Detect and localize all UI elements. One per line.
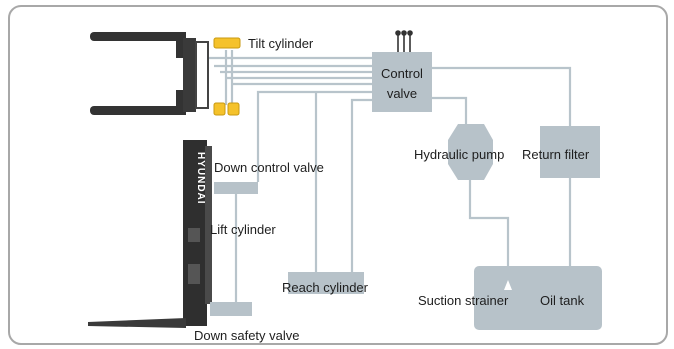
reach-cylinder-label: Reach cylinder <box>282 280 369 295</box>
base-fork <box>88 318 186 328</box>
mast-slot-top <box>188 228 200 242</box>
control-valve-label-2: valve <box>387 86 417 101</box>
lift-cylinder-label: Lift cylinder <box>210 222 276 237</box>
tilt-cylinder-upper <box>213 37 241 49</box>
mast-inner <box>205 146 212 304</box>
control-valve-levers <box>395 30 413 52</box>
tilt-cylinder-lower-1 <box>213 102 226 116</box>
tilt-cylinder-lower-2 <box>227 102 240 116</box>
carriage-plate <box>183 38 196 112</box>
forklift-mast: HYUNDAI <box>88 140 212 328</box>
fork-upper <box>90 32 182 41</box>
fork-upper-heel <box>176 32 186 58</box>
carriage-frame <box>195 41 209 109</box>
pipe-pump-out <box>432 96 468 124</box>
pipe-down-control <box>256 90 372 182</box>
suction-strainer-marker <box>504 280 512 290</box>
fork-lower <box>90 106 182 115</box>
oil-tank <box>474 266 602 330</box>
hydraulic-pump <box>448 124 493 180</box>
pipes <box>208 50 572 302</box>
oil-tank-label: Oil tank <box>540 293 585 308</box>
diagram-frame <box>8 5 668 345</box>
return-filter <box>540 126 600 178</box>
reach-cylinder <box>288 272 364 294</box>
down-safety-valve-label: Down safety valve <box>194 328 300 343</box>
return-filter-label: Return filter <box>522 147 590 162</box>
brand-logo: HYUNDAI <box>195 152 206 205</box>
mast-slot-bottom <box>188 264 200 284</box>
pipe-suction <box>468 178 510 286</box>
down-control-valve <box>214 182 258 194</box>
pipe-return <box>432 66 572 126</box>
suction-strainer-label: Suction strainer <box>418 293 509 308</box>
tilt-cylinder-label: Tilt cylinder <box>248 36 314 51</box>
down-safety-valve <box>210 302 252 316</box>
control-valve-label-1: Control <box>381 66 423 81</box>
pipe-reach-2 <box>350 98 372 272</box>
down-control-valve-label: Down control valve <box>214 160 324 175</box>
control-valve <box>372 52 432 112</box>
fork-lower-heel <box>176 90 186 115</box>
hydraulic-pump-label: Hydraulic pump <box>414 147 504 162</box>
forklift-carriage <box>90 32 241 116</box>
